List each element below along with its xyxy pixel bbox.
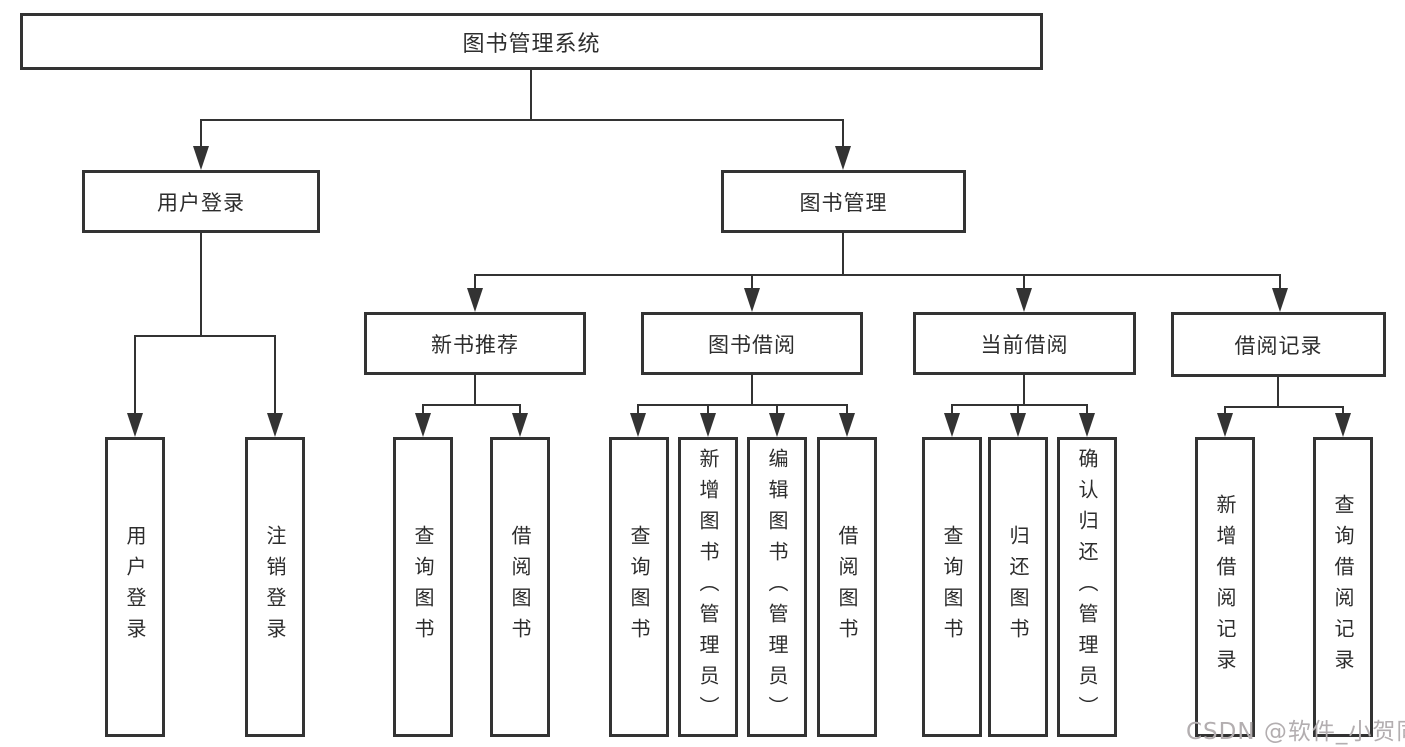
leaf-confirm-return-admin: 确认归还（管理员） [1057,437,1117,737]
leaf-query-book-borrowing-label: 查询图书 [627,525,651,649]
connector-stem [274,335,276,415]
connector-stem [519,404,521,416]
connector-stem [200,119,202,149]
connector-stem [1279,274,1281,292]
connector-stem [1017,404,1019,416]
leaf-query-book-recommend: 查询图书 [393,437,453,737]
arrowhead [1016,288,1032,312]
arrowhead [267,413,283,437]
arrowhead [1079,413,1095,437]
connector-stem [1224,406,1226,416]
leaf-user-login: 用户登录 [105,437,165,737]
connector-stem [707,404,709,416]
node-current-borrowing: 当前借阅 [913,312,1136,375]
connector-stem [776,404,778,416]
leaf-confirm-return-admin-label: 确认归还（管理员） [1075,447,1099,727]
leaf-borrow-book-label: 借阅图书 [835,525,859,649]
connector-crossbar [1225,406,1344,408]
arrowhead [700,413,716,437]
arrowhead [744,288,760,312]
node-library-management-system: 图书管理系统 [20,13,1043,70]
arrowhead [512,413,528,437]
leaf-add-borrow-record: 新增借阅记录 [1195,437,1255,737]
leaf-borrow-book: 借阅图书 [817,437,877,737]
arrowhead [835,146,851,170]
arrowhead [769,413,785,437]
leaf-query-book-recommend-label: 查询图书 [411,525,435,649]
connector-stem [474,274,476,292]
connector-stem [1023,274,1025,292]
arrowhead [1217,413,1233,437]
arrowhead [1010,413,1026,437]
leaf-user-login-label: 用户登录 [123,525,147,649]
arrowhead [1272,288,1288,312]
arrowhead [839,413,855,437]
connector-stem [951,404,953,416]
leaf-logout-label: 注销登录 [263,525,287,649]
node-book-management: 图书管理 [721,170,966,233]
arrowhead [1335,413,1351,437]
arrowhead [415,413,431,437]
leaf-logout: 注销登录 [245,437,305,737]
connector-crossbar [952,404,1088,406]
arrowhead [127,413,143,437]
node-borrowing-records: 借阅记录 [1171,312,1386,377]
leaf-edit-book-admin: 编辑图书（管理员） [747,437,807,737]
leaf-query-borrow-record-label: 查询借阅记录 [1331,494,1355,680]
leaf-add-book-admin: 新增图书（管理员） [678,437,738,737]
arrowhead [944,413,960,437]
leaf-query-book-current: 查询图书 [922,437,982,737]
connector-stem [751,375,753,406]
connector-stem [1342,406,1344,416]
leaf-edit-book-admin-label: 编辑图书（管理员） [765,447,789,727]
connector-stem [842,233,844,276]
leaf-return-book: 归还图书 [988,437,1048,737]
node-new-book-recommend: 新书推荐 [364,312,586,375]
connector-stem [751,274,753,292]
node-book-borrowing: 图书借阅 [641,312,863,375]
connector-stem [200,233,202,337]
connector-stem [842,119,844,149]
arrowhead [467,288,483,312]
connector-stem [134,335,136,415]
connector-root-stem [530,70,532,120]
connector-stem [846,404,848,416]
connector-stem [1277,377,1279,408]
leaf-borrow-book-recommend-label: 借阅图书 [508,525,532,649]
leaf-query-book-borrowing: 查询图书 [609,437,669,737]
connector-stem [1086,404,1088,416]
leaf-query-book-current-label: 查询图书 [940,525,964,649]
connector-stem [474,375,476,406]
connector-crossbar [638,404,848,406]
connector-crossbar [135,335,276,337]
leaf-query-borrow-record: 查询借阅记录 [1313,437,1373,737]
arrowhead [193,146,209,170]
connector-crossbar [423,404,521,406]
connector-stem [422,404,424,416]
arrowhead [630,413,646,437]
connector-stem [1023,375,1025,406]
leaf-return-book-label: 归还图书 [1006,525,1030,649]
leaf-add-borrow-record-label: 新增借阅记录 [1213,494,1237,680]
node-user-login: 用户登录 [82,170,320,233]
leaf-add-book-admin-label: 新增图书（管理员） [696,447,720,727]
connector-stem [637,404,639,416]
connector-root-crossbar [201,119,844,121]
csdn-watermark: CSDN @软件_小贺同学 [1186,719,1405,745]
leaf-borrow-book-recommend: 借阅图书 [490,437,550,737]
connector-crossbar [475,274,1281,276]
